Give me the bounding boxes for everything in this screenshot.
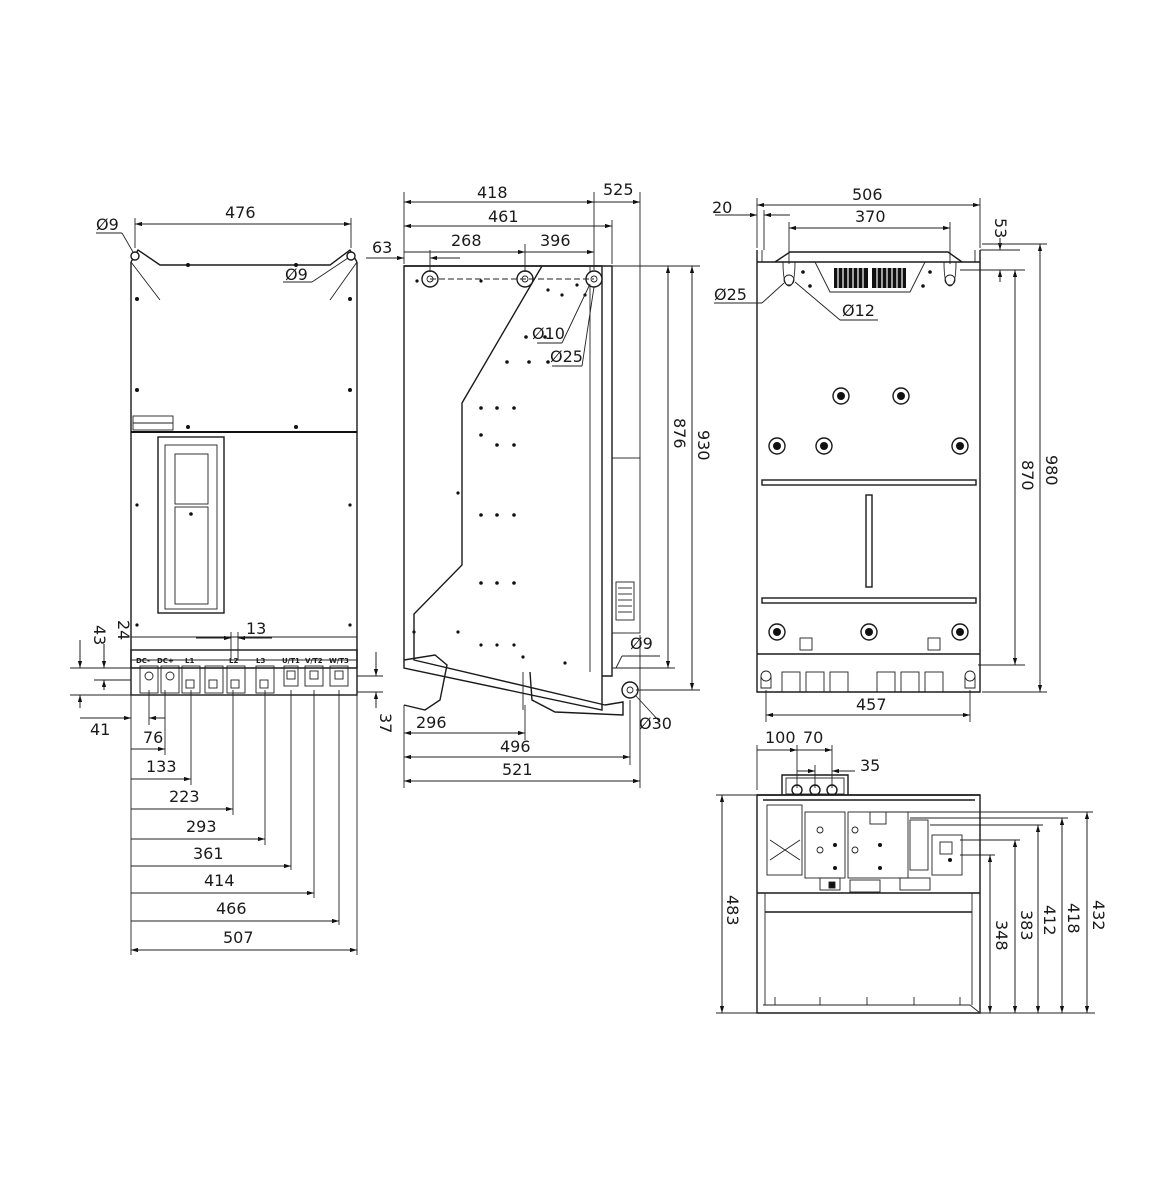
dim-53: 53 <box>991 218 1010 238</box>
dim-396: 396 <box>540 231 571 250</box>
terminal-label: V/T2 <box>305 657 323 665</box>
hole-dia-label: Ø10 <box>532 324 565 343</box>
dim-width-476: 476 <box>225 203 256 222</box>
dim-980: 980 <box>1042 455 1061 486</box>
dim-457: 457 <box>856 695 887 714</box>
dim-268: 268 <box>451 231 482 250</box>
front-view: DC- DC+ L1 L2 L3 U/T1 V/T2 W/T3 476 Ø9 Ø… <box>70 203 395 955</box>
dim-37: 37 <box>376 713 395 733</box>
dim-483: 483 <box>723 895 742 926</box>
dim-348: 348 <box>992 920 1011 951</box>
hole-dia-label: Ø25 <box>550 347 583 366</box>
terminal-label: DC- <box>136 657 150 665</box>
dim-70: 70 <box>803 728 823 747</box>
dim-383: 383 <box>1017 910 1036 941</box>
hole-dia-label: Ø12 <box>842 301 875 320</box>
dim-507: 507 <box>223 928 254 947</box>
dim-525: 525 <box>603 180 634 199</box>
dim-461: 461 <box>488 207 519 226</box>
dim-412: 412 <box>1040 905 1059 936</box>
terminal-label: DC+ <box>157 657 174 665</box>
dim-293: 293 <box>186 817 217 836</box>
dim-13: 13 <box>246 619 266 638</box>
dim-370: 370 <box>855 207 886 226</box>
dim-35: 35 <box>860 756 880 775</box>
dim-466: 466 <box>216 899 247 918</box>
hole-dia-label: Ø9 <box>96 215 119 234</box>
dim-521: 521 <box>502 760 533 779</box>
hole-dia-label: Ø25 <box>714 285 747 304</box>
terminal-label: W/T3 <box>329 657 349 665</box>
dim-870: 870 <box>1018 460 1037 491</box>
dim-930: 930 <box>694 430 713 461</box>
dim-296: 296 <box>416 713 447 732</box>
dim-24: 24 <box>114 620 133 640</box>
dim-100: 100 <box>765 728 796 747</box>
terminal-label: L2 <box>229 657 238 665</box>
dim-133: 133 <box>146 757 177 776</box>
terminal-label: U/T1 <box>282 657 300 665</box>
dim-63: 63 <box>372 238 392 257</box>
dim-20: 20 <box>712 198 732 217</box>
dim-361: 361 <box>193 844 224 863</box>
dim-496: 496 <box>500 737 531 756</box>
hole-dia-label: Ø30 <box>639 714 672 733</box>
dim-418: 418 <box>477 183 508 202</box>
dim-432: 432 <box>1089 900 1108 931</box>
dim-43: 43 <box>90 625 109 645</box>
terminal-label: L3 <box>256 657 265 665</box>
dim-223: 223 <box>169 787 200 806</box>
dim-414: 414 <box>204 871 235 890</box>
rear-view: 506 20 370 53 Ø25 Ø12 870 980 4 <box>712 185 1061 722</box>
dim-41: 41 <box>90 720 110 739</box>
dim-418-right: 418 <box>1064 903 1083 934</box>
dim-876: 876 <box>670 418 689 449</box>
hole-dia-label: Ø9 <box>630 634 653 653</box>
side-view: 418 525 461 63 268 396 Ø10 Ø25 Ø9 Ø30 87… <box>366 180 713 788</box>
hole-dia-label: Ø9 <box>285 265 308 284</box>
bottom-view: 100 70 35 483 348 383 412 418 432 <box>716 728 1108 1014</box>
terminal-label: L1 <box>185 657 194 665</box>
dim-76: 76 <box>143 728 163 747</box>
dim-506: 506 <box>852 185 883 204</box>
